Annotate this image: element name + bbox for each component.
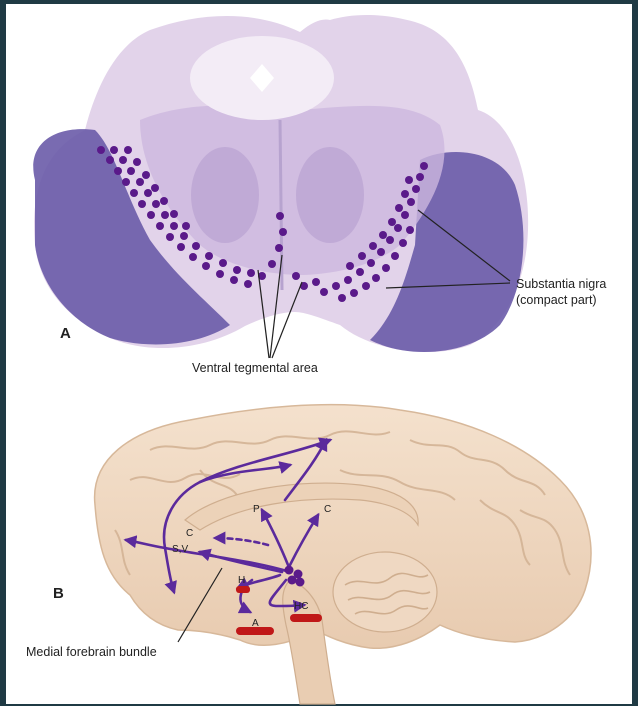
highlight-h bbox=[236, 586, 250, 593]
medial-forebrain-bundle-label: Medial forebrain bundle bbox=[26, 645, 157, 659]
neuron-dot bbox=[292, 272, 300, 280]
neuron-dot bbox=[320, 288, 328, 296]
neuron-dot bbox=[177, 243, 185, 251]
neuron-dot bbox=[405, 176, 413, 184]
neuron-dot bbox=[407, 198, 415, 206]
neuron-dot bbox=[122, 178, 130, 186]
neuron-dot bbox=[346, 262, 354, 270]
neuron-dot bbox=[136, 178, 144, 186]
origin-dot bbox=[288, 576, 297, 585]
region-label-p: P bbox=[253, 504, 260, 515]
neuron-dot bbox=[386, 236, 394, 244]
neuron-dot bbox=[170, 210, 178, 218]
neuron-dot bbox=[350, 289, 358, 297]
region-label-h: H bbox=[238, 575, 245, 586]
neuron-dot bbox=[412, 185, 420, 193]
region-label-a: A bbox=[252, 618, 259, 629]
neuron-dot bbox=[401, 211, 409, 219]
neuron-dot bbox=[362, 282, 370, 290]
neuron-dot bbox=[192, 242, 200, 250]
substantia-nigra-sublabel: (compact part) bbox=[516, 293, 597, 307]
neuron-dot bbox=[142, 171, 150, 179]
neuron-dot bbox=[395, 204, 403, 212]
neuron-dot bbox=[205, 252, 213, 260]
neuron-dot bbox=[358, 252, 366, 260]
neuron-dot bbox=[161, 211, 169, 219]
neuron-dot bbox=[119, 156, 127, 164]
neuron-dot bbox=[367, 259, 375, 267]
highlight-hc bbox=[290, 614, 322, 622]
neuron-dot bbox=[268, 260, 276, 268]
origin-dot bbox=[296, 578, 305, 587]
origin-dot bbox=[285, 566, 294, 575]
neuron-dot bbox=[372, 274, 380, 282]
neuron-dot bbox=[147, 211, 155, 219]
neuron-dot bbox=[130, 189, 138, 197]
panel-a-letter: A bbox=[60, 325, 71, 342]
neuron-dot bbox=[144, 189, 152, 197]
neuron-dot bbox=[406, 226, 414, 234]
neuron-dot bbox=[344, 276, 352, 284]
neuron-dot bbox=[356, 268, 364, 276]
neuron-dot bbox=[382, 264, 390, 272]
left-red-nucleus bbox=[191, 147, 259, 243]
neuron-dot bbox=[420, 162, 428, 170]
neuron-dot bbox=[166, 233, 174, 241]
substantia-nigra-label: Substantia nigra bbox=[516, 277, 606, 291]
neuron-dot bbox=[369, 242, 377, 250]
neuron-dot bbox=[391, 252, 399, 260]
cerebellum bbox=[333, 552, 437, 632]
neuron-dot bbox=[189, 253, 197, 261]
neuron-dot bbox=[151, 184, 159, 192]
neuron-dot bbox=[332, 282, 340, 290]
neuron-dot bbox=[276, 212, 284, 220]
neuron-dot bbox=[379, 231, 387, 239]
neuron-dot bbox=[275, 244, 283, 252]
neuron-dot bbox=[394, 224, 402, 232]
neuron-dot bbox=[127, 167, 135, 175]
region-label-c-left: C bbox=[186, 528, 193, 539]
neuron-dot bbox=[160, 197, 168, 205]
right-red-nucleus bbox=[296, 147, 364, 243]
neuron-dot bbox=[216, 270, 224, 278]
panel-b-letter: B bbox=[53, 585, 64, 602]
neuron-dot bbox=[377, 248, 385, 256]
neuron-dot bbox=[97, 146, 105, 154]
neuron-dot bbox=[233, 266, 241, 274]
neuron-dot bbox=[388, 218, 396, 226]
neuron-dot bbox=[312, 278, 320, 286]
region-label-c-upper: C bbox=[324, 504, 331, 515]
neuron-dot bbox=[399, 239, 407, 247]
neuron-dot bbox=[244, 280, 252, 288]
neuron-dot bbox=[182, 222, 190, 230]
neuron-dot bbox=[152, 200, 160, 208]
neuron-dot bbox=[133, 158, 141, 166]
neuron-dot bbox=[106, 156, 114, 164]
neuron-dot bbox=[219, 259, 227, 267]
neuron-dot bbox=[279, 228, 287, 236]
neuron-dot bbox=[138, 200, 146, 208]
neuron-dot bbox=[170, 222, 178, 230]
neuron-dot bbox=[202, 262, 210, 270]
neuron-dot bbox=[110, 146, 118, 154]
ventral-tegmental-area-label: Ventral tegmental area bbox=[192, 361, 318, 375]
neuron-dot bbox=[247, 269, 255, 277]
neuron-dot bbox=[401, 190, 409, 198]
neuron-dot bbox=[416, 173, 424, 181]
neuron-dot bbox=[114, 167, 122, 175]
neuron-dot bbox=[156, 222, 164, 230]
neuron-dot bbox=[124, 146, 132, 154]
neuron-dot bbox=[180, 232, 188, 240]
neuron-dot bbox=[230, 276, 238, 284]
region-label-hc: HC bbox=[294, 601, 308, 612]
neuron-dot bbox=[338, 294, 346, 302]
region-label-sv: S,V bbox=[172, 544, 188, 555]
